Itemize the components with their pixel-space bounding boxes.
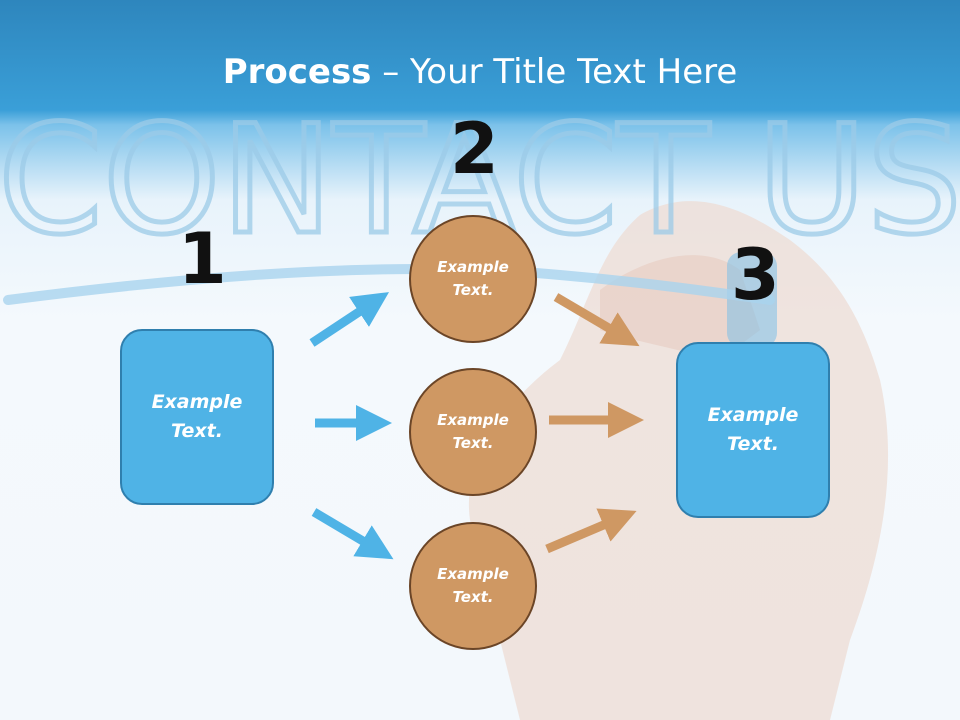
step-number-1: 1 — [178, 218, 227, 300]
arrow-blue-down — [311, 508, 394, 560]
step-2-circle-top: Example Text. — [409, 215, 537, 343]
title-rest: – Your Title Text Here — [371, 52, 738, 92]
circle-top-text: Example Text. — [437, 258, 509, 299]
slide-title: Process – Your Title Text Here — [0, 52, 960, 92]
step-number-3: 3 — [731, 234, 780, 316]
step-2-circle-middle: Example Text. — [409, 368, 537, 496]
circle-middle-text: Example Text. — [437, 411, 509, 452]
arrow-blue-up — [309, 292, 390, 347]
arrow-brown-down — [553, 293, 640, 347]
step-3-box: Example Text. — [676, 342, 830, 518]
arrow-brown-up — [545, 508, 637, 554]
step-number-2: 2 — [450, 108, 499, 190]
circle-bottom-text: Example Text. — [437, 565, 509, 606]
step-2-circle-bottom: Example Text. — [409, 522, 537, 650]
step-1-box: Example Text. — [120, 329, 274, 505]
title-bold: Process — [222, 52, 372, 92]
step-1-text: Example Text. — [151, 391, 243, 442]
step-3-text: Example Text. — [707, 404, 799, 455]
